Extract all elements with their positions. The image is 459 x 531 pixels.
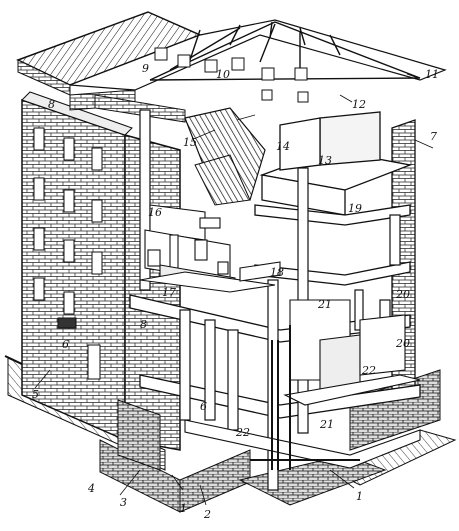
callout-15: 15: [183, 136, 197, 149]
callout-1-b: 1: [356, 490, 363, 503]
wall-windows: [33, 127, 103, 380]
callout-4: 4: [87, 482, 95, 495]
callout-1-a: 1: [180, 502, 187, 515]
callout-6-b: 6: [200, 400, 207, 413]
roof-trusses: [149, 21, 421, 81]
callout-20-a: 20: [395, 288, 410, 301]
ground-storey: [184, 299, 421, 469]
callout-22-a: 22: [361, 364, 376, 377]
callout-21-b: 21: [319, 418, 334, 431]
callout-16: 16: [148, 206, 162, 219]
utility-pipes: [250, 325, 360, 470]
callout-14: 14: [276, 140, 290, 153]
callout-18: 18: [270, 266, 284, 279]
callout-11: 11: [425, 68, 439, 81]
callout-19: 19: [348, 202, 362, 215]
callout-21-a: 21: [317, 298, 332, 311]
callout-labels: 1 1 2 3 4 5 6 6 7 8 8 9 10 11 12 13 14 1…: [32, 62, 439, 521]
callout-10: 10: [216, 68, 230, 81]
upper-room: [259, 111, 413, 216]
staircase: [184, 107, 266, 206]
top-floor-slab: [94, 94, 186, 123]
callout-7: 7: [430, 130, 437, 143]
callout-22-b: 22: [235, 426, 250, 439]
callout-17: 17: [162, 286, 176, 299]
callout-20-b: 20: [395, 337, 410, 350]
callout-9: 9: [142, 62, 149, 75]
callout-8-a: 8: [48, 98, 55, 111]
callout-6-a: 6: [62, 338, 69, 351]
callout-2: 2: [203, 508, 211, 521]
interior-rooms: [139, 204, 281, 293]
callout-12: 12: [352, 98, 366, 111]
callout-8-b: 8: [140, 318, 147, 331]
callout-13: 13: [318, 154, 332, 167]
callout-5: 5: [32, 388, 39, 401]
roof-support-blocks: [154, 47, 309, 103]
callout-3: 3: [120, 496, 127, 509]
cellar-entry: [57, 317, 161, 471]
leader-lines: [34, 73, 434, 506]
